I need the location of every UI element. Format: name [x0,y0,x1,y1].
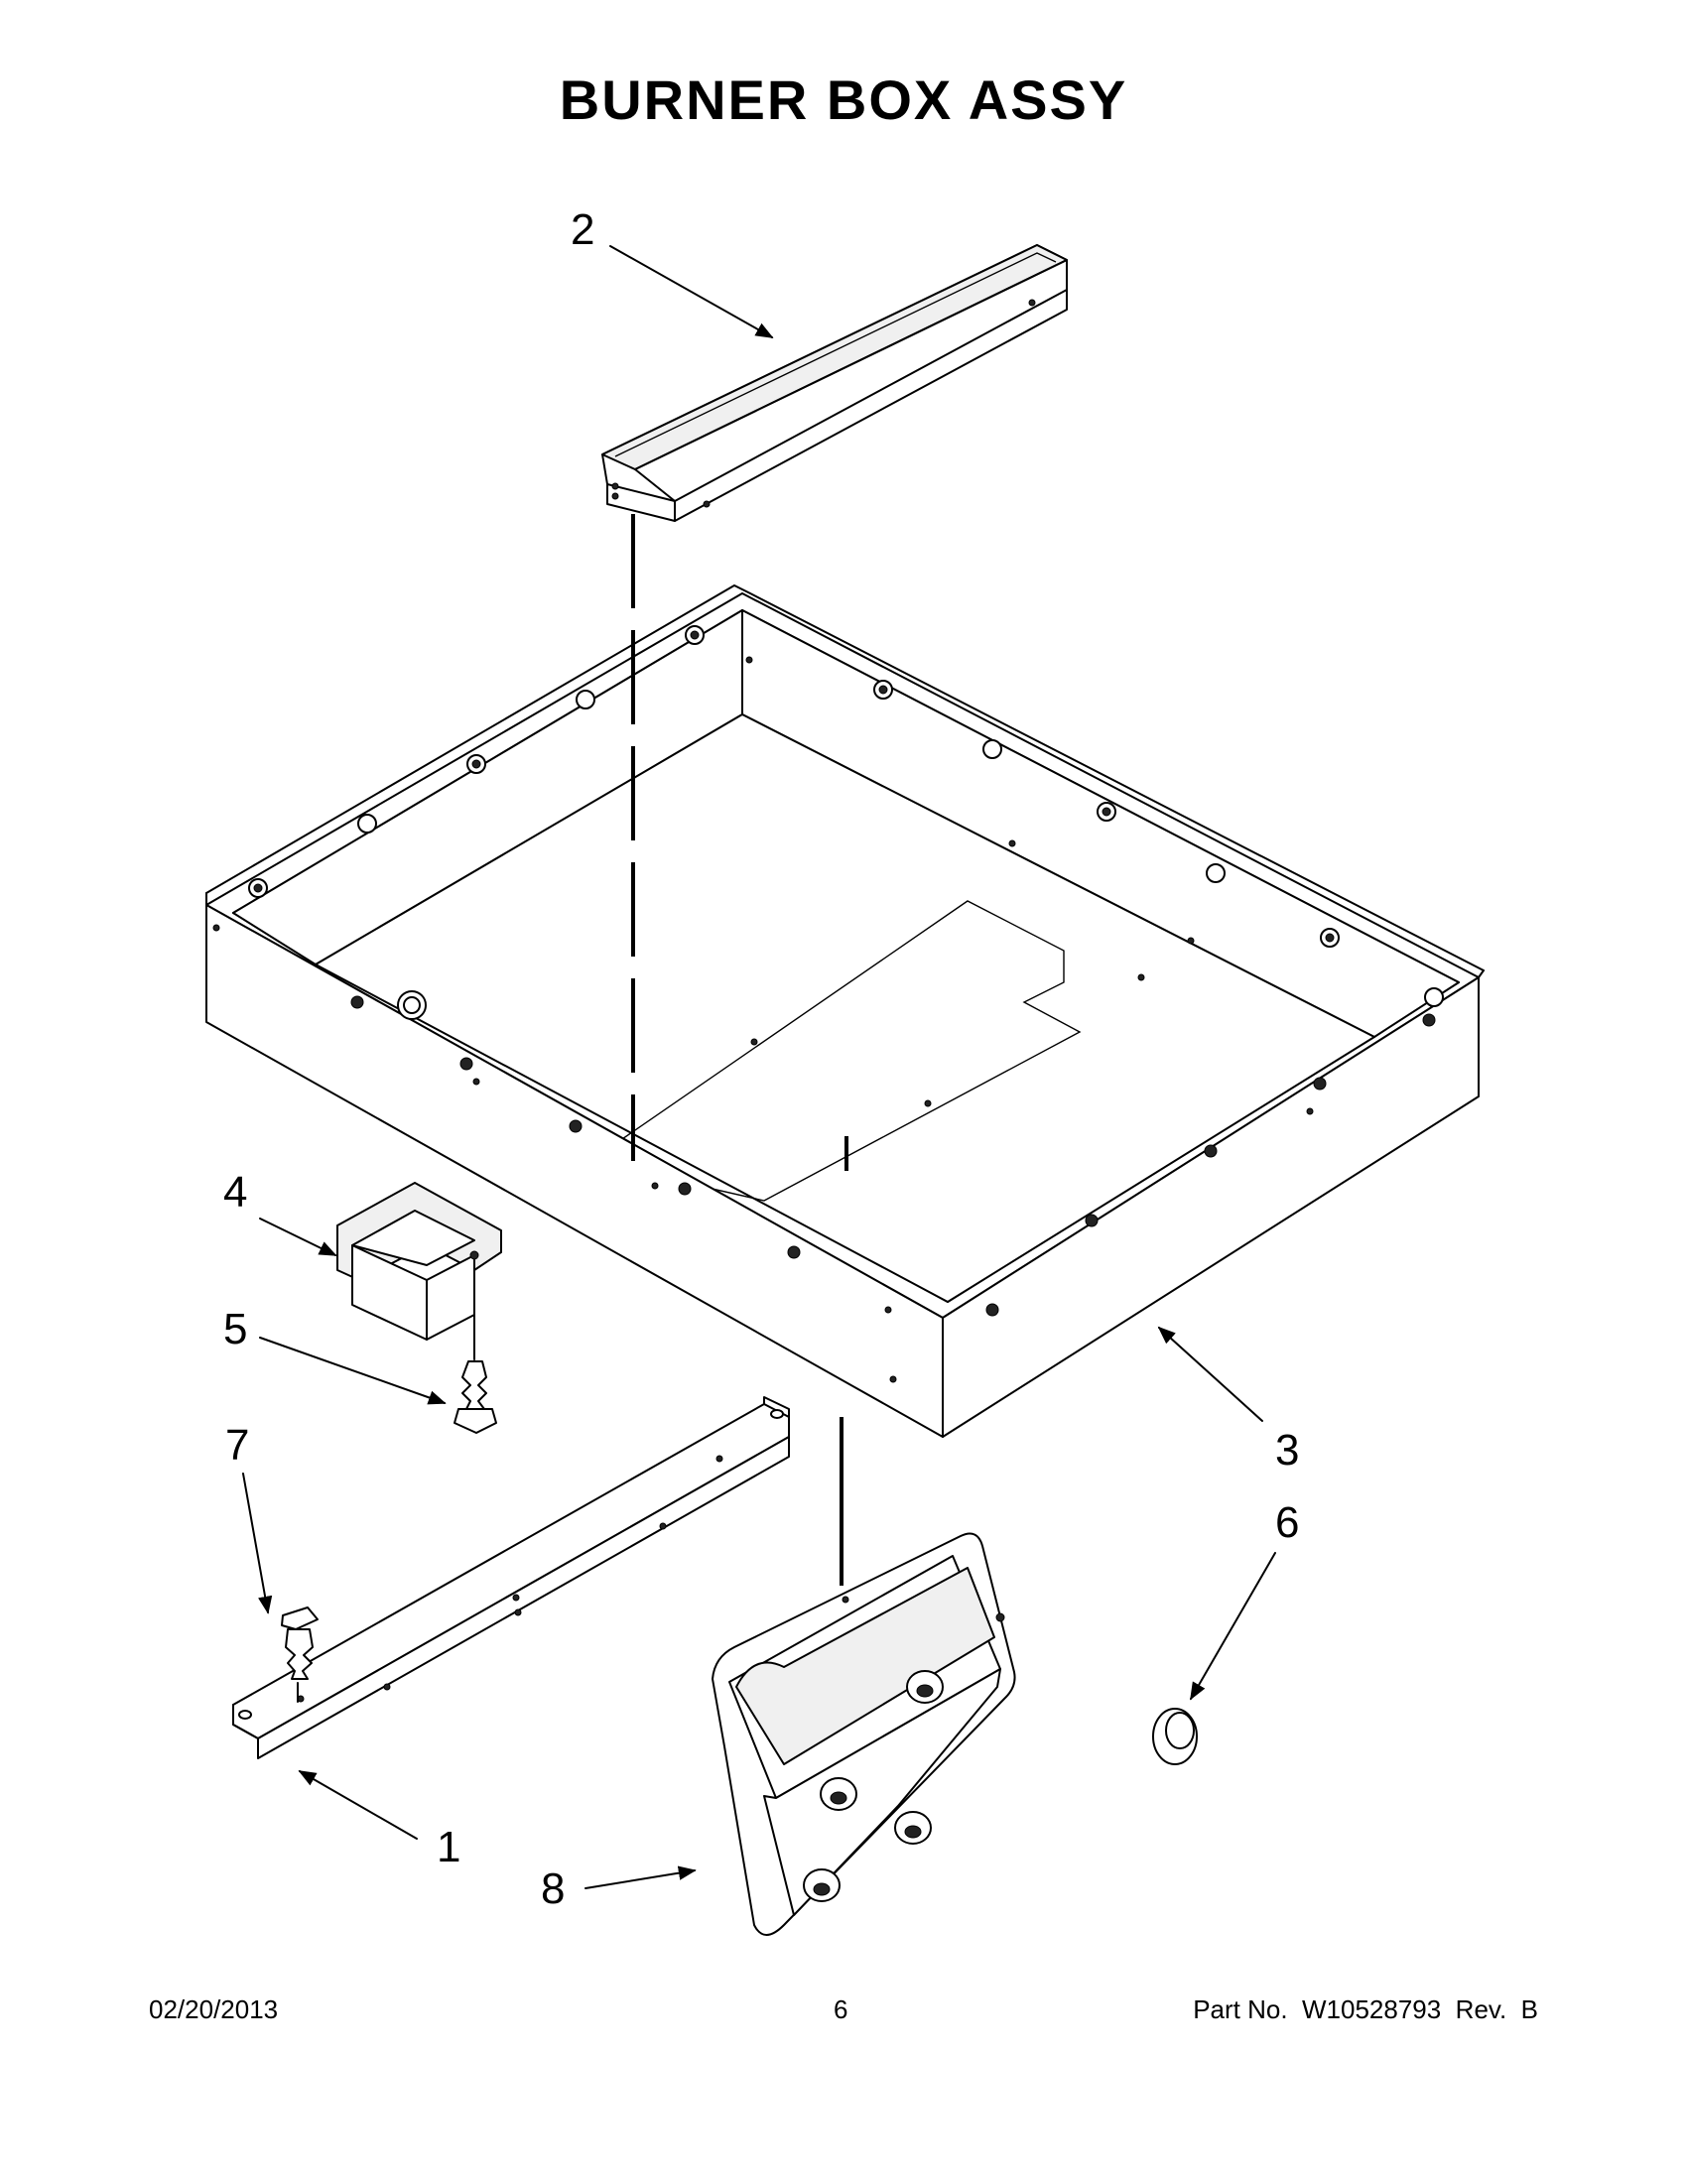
part-4-bracket [336,1182,502,1350]
part-3-burner-box [205,584,1485,1438]
footer-page-number: 6 [834,1994,848,2024]
part-1-rail [232,1396,790,1759]
callout-7: 7 [225,1421,250,1470]
callout-1: 1 [437,1823,461,1871]
footer-part-number: Part No. W10528793 Rev. B [1193,1994,1538,2024]
callout-3: 3 [1275,1426,1300,1475]
footer-date: 02/20/2013 [149,1994,279,2024]
page-title: BURNER BOX ASSY [559,68,1128,131]
leader-arrows [242,245,1276,1889]
part-5-screw [454,1284,497,1434]
part-8-burner-pan [712,1532,1016,1936]
callout-4: 4 [223,1168,248,1217]
part-7-screw [281,1606,319,1703]
callout-5: 5 [223,1305,248,1353]
part-6-plug-button [1152,1708,1198,1765]
callout-6: 6 [1275,1498,1300,1547]
mounting-holes [212,625,1444,1383]
callout-8: 8 [541,1864,566,1913]
callout-2: 2 [571,205,595,254]
part-2-top-channel [601,244,1068,522]
